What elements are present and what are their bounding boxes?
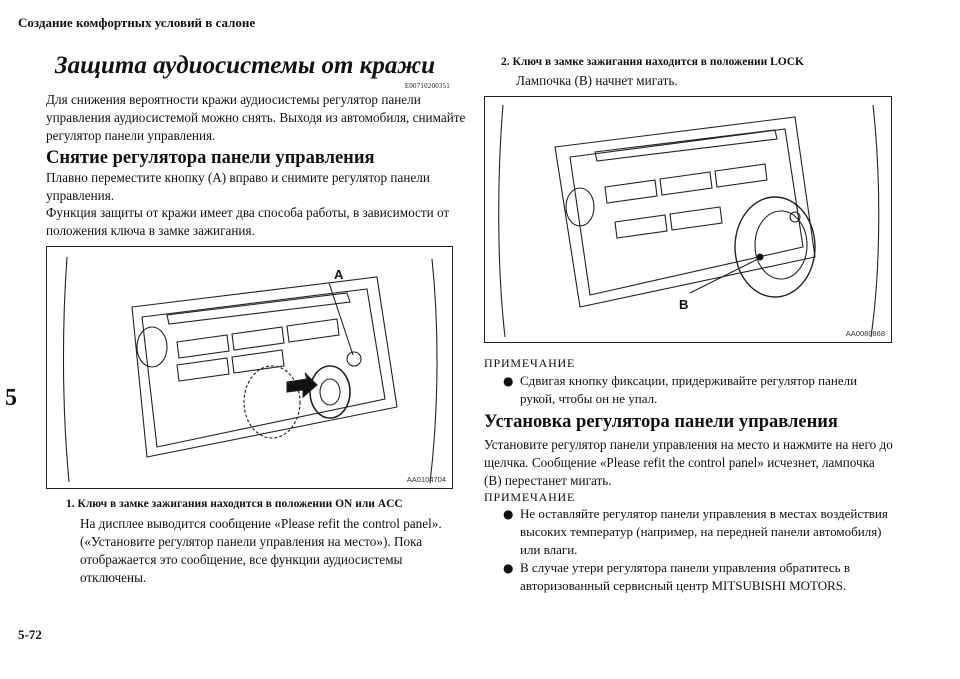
figure-panel-removal: A AA0104704: [46, 246, 453, 489]
note-2-bullet-2-text: В случае утери регулятора панели управле…: [520, 560, 850, 593]
note-1-bullet-1-text: Сдвигая кнопку фиксации, придерживайте р…: [520, 373, 858, 406]
figure-2-code: AA0080868: [845, 329, 885, 338]
figure-1-illustration: [62, 256, 438, 484]
removal-paragraph-2: Функция защиты от кражи имеет два способ…: [46, 205, 450, 238]
figure-2-illustration: [498, 104, 880, 338]
removal-paragraph-1: Плавно переместите кнопку (A) вправо и с…: [46, 170, 430, 203]
page-number: 5-72: [18, 627, 42, 642]
note-1-label: ПРИМЕЧАНИЕ: [484, 356, 576, 370]
step-1-heading: 1. Ключ в замке зажигания находится в по…: [66, 498, 403, 510]
note-2-bullet-1-text: Не оставляйте регулятор панели управлени…: [520, 506, 888, 557]
note-2-label: ПРИМЕЧАНИЕ: [484, 490, 576, 504]
note-2-bullet-1: ● Не оставляйте регулятор панели управле…: [503, 505, 893, 559]
step-2-heading: 2. Ключ в замке зажигания находится в по…: [501, 56, 804, 68]
figure-1-code: AA0104704: [406, 475, 446, 484]
note-2-bullet-2: ● В случае утери регулятора панели управ…: [503, 559, 893, 599]
callout-a-label: A: [334, 267, 344, 282]
page-title: Защита аудиосистемы от кражи: [54, 52, 436, 79]
bullet-icon: ●: [503, 561, 514, 575]
bullet-icon: ●: [503, 507, 514, 521]
installation-heading: Установка регулятора панели управления: [484, 412, 838, 432]
figure-indicator-lamp: B AA0080868: [484, 96, 892, 343]
removal-heading: Снятие регулятора панели управления: [46, 148, 375, 168]
callout-b-label: B: [679, 297, 689, 312]
installation-paragraph: Установите регулятор панели управления н…: [484, 437, 893, 488]
intro-paragraph: Для снижения вероятности кражи аудиосист…: [46, 92, 466, 143]
step-1-body: На дисплее выводится сообщение «Please r…: [80, 516, 442, 585]
step-2-body: Лампочка (B) начнет мигать.: [516, 73, 678, 88]
bullet-icon: ●: [503, 374, 514, 388]
title-reference-code: E00710200351: [404, 82, 450, 90]
running-header: Создание комфортных условий в салоне: [18, 15, 256, 30]
chapter-tab: 5: [5, 385, 17, 411]
note-1-bullet-1: ● Сдвигая кнопку фиксации, придерживайте…: [503, 372, 893, 412]
